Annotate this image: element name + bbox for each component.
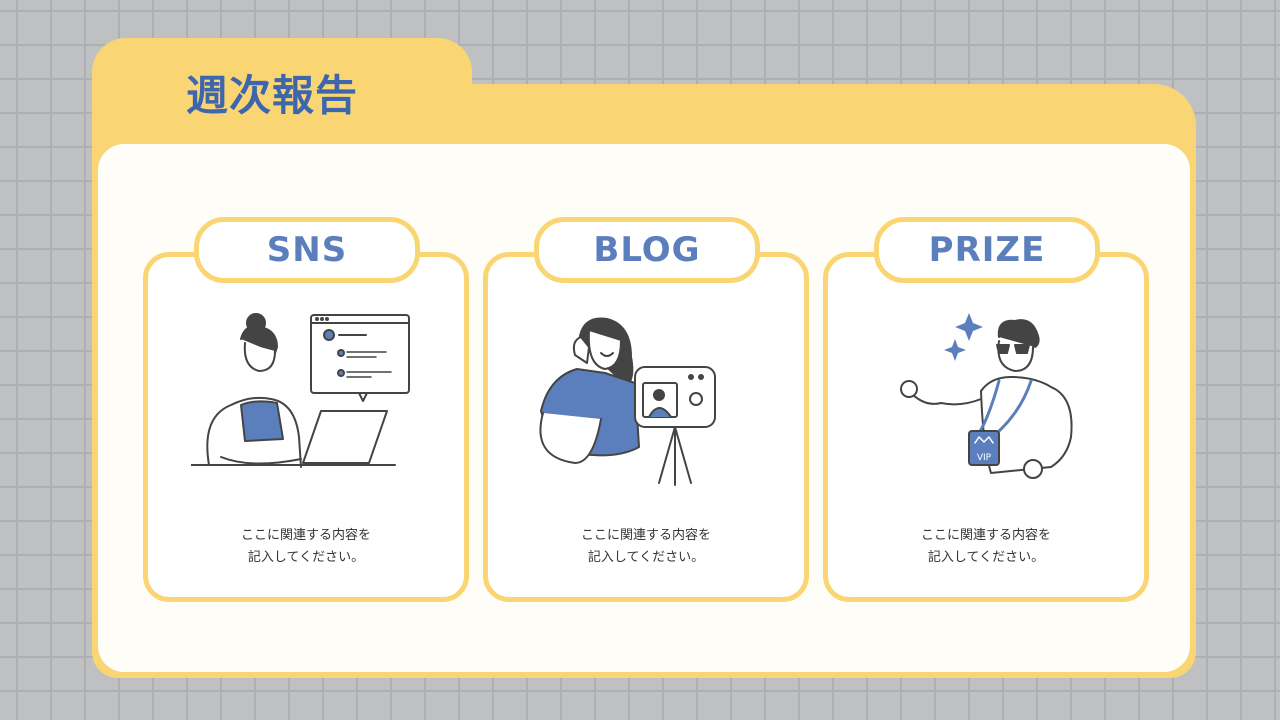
card-sns-tab: SNS	[194, 217, 420, 283]
card-sns-label: SNS	[266, 230, 348, 270]
person-camera-vlog-icon	[531, 307, 761, 497]
card-blog-tab: BLOG	[534, 217, 760, 283]
card-sns: SNS	[143, 217, 469, 602]
card-prize-caption: ここに関連する内容を 記入してください。	[920, 528, 1051, 565]
card-prize-label: PRIZE	[928, 230, 1046, 270]
card-prize-tab: PRIZE	[874, 217, 1100, 283]
card-blog: BLOG ここに関連する内	[483, 217, 809, 602]
vip-badge-text: VIP	[977, 453, 992, 463]
card-blog-caption: ここに関連する内容を 記入してください。	[580, 528, 711, 565]
card-prize: PRIZE VIP	[823, 217, 1149, 602]
card-blog-label: BLOG	[593, 230, 701, 270]
person-laptop-social-feed-icon	[190, 307, 421, 497]
page-title: 週次報告	[186, 71, 359, 120]
card-sns-caption: ここに関連する内容を 記入してください。	[240, 528, 371, 565]
person-vip-badge-icon: VIP	[871, 307, 1101, 497]
